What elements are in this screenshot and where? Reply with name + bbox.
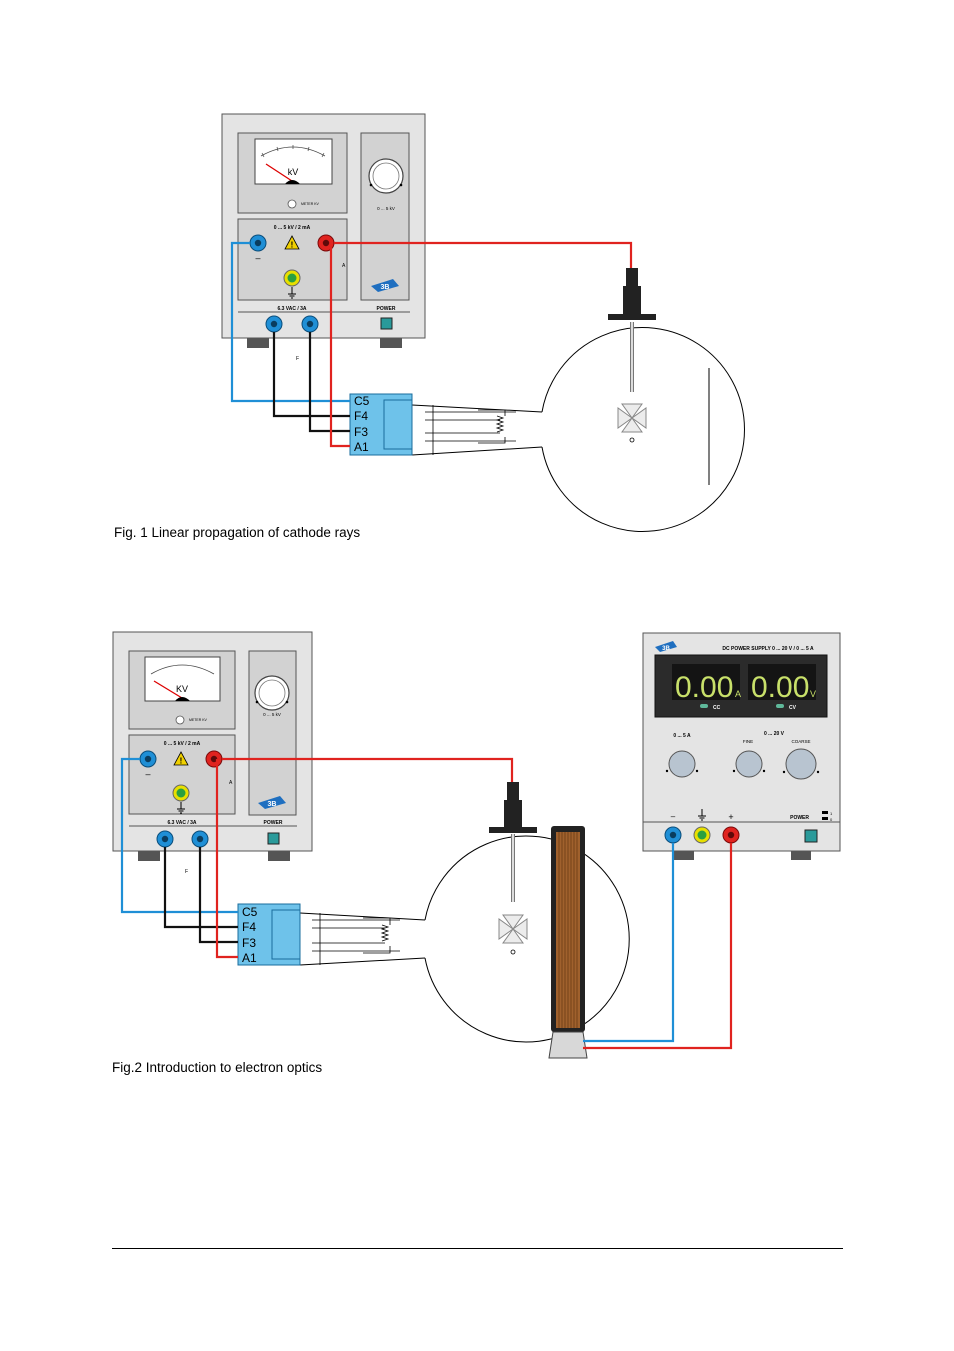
filament-mark-2: F — [185, 869, 188, 875]
logo-3b: 3B — [371, 279, 399, 292]
pin-f4-2: F4 — [242, 920, 256, 934]
cc-label: CC — [713, 705, 721, 711]
output-label: 0 ... 5 kV / 2 mA — [274, 225, 311, 231]
svg-text:3B: 3B — [381, 284, 390, 291]
analog-meter-2 — [144, 656, 221, 702]
filament-mark: F — [296, 356, 299, 362]
meter-unit: kV — [288, 167, 299, 177]
heater-label-2: 6.3 VAC / 3A — [167, 820, 196, 826]
current-knob[interactable] — [665, 750, 699, 778]
current-unit: A — [735, 689, 741, 699]
pin-f3-2: F3 — [242, 936, 256, 950]
dc-minus-sign: – — [671, 812, 676, 821]
anode-mark-2: A — [229, 780, 233, 786]
figure-2-caption: Fig.2 Introduction to electron optics — [112, 1060, 322, 1075]
pin-a1-2: A1 — [242, 951, 257, 965]
socket-heater-2-2[interactable] — [191, 830, 209, 848]
anode-mark: A — [342, 263, 346, 269]
hv-power-supply-2: KV METER KV 0 ... 5 kV / 2 mA – A — [112, 631, 313, 875]
voltage-unit: V — [810, 689, 816, 699]
socket-minus-blue[interactable] — [249, 234, 267, 252]
knob-range: 0 ... 5 kV — [377, 206, 395, 211]
analog-meter — [254, 138, 333, 185]
dc-socket-minus[interactable] — [664, 826, 682, 844]
figure-2: KV METER KV 0 ... 5 kV / 2 mA – A — [112, 631, 841, 1075]
socket-ground-yellow[interactable] — [283, 269, 301, 287]
voltage-readout: 0.00 — [751, 671, 809, 704]
socket-minus-blue-2[interactable] — [139, 750, 157, 768]
figure-1: kV METER KV 0 ... 5 kV / 2 mA – A — [114, 113, 745, 540]
current-readout: 0.00 — [675, 671, 733, 704]
coil — [548, 826, 588, 1059]
dc-socket-plus[interactable] — [722, 826, 740, 844]
minus-sign: – — [255, 253, 260, 263]
socket-plus-red-2[interactable] — [205, 750, 223, 768]
wires-fig2 — [120, 757, 733, 1050]
figure-1-caption: Fig. 1 Linear propagation of cathode ray… — [114, 525, 360, 540]
meter-note-2: METER KV — [189, 718, 208, 722]
svg-text:1: 1 — [830, 811, 833, 816]
coarse-label: COARSE — [791, 739, 810, 744]
logo-3b-2: 3B — [258, 796, 286, 809]
indicator-lamp — [287, 199, 297, 209]
dc-power-switch[interactable] — [804, 829, 818, 843]
pin-f4: F4 — [354, 409, 368, 423]
meter-needle — [265, 163, 293, 182]
cathode-ray-tube — [411, 268, 745, 532]
power-label-2: POWER — [264, 820, 283, 826]
hv-power-supply: kV METER KV 0 ... 5 kV / 2 mA – A — [221, 113, 426, 362]
dc-power-label: POWER — [790, 815, 809, 821]
pin-a1: A1 — [354, 440, 369, 454]
power-switch[interactable] — [380, 317, 393, 330]
meter-note: METER KV — [301, 202, 320, 206]
dc-plus-sign: + — [728, 812, 733, 822]
fine-knob[interactable] — [732, 750, 766, 778]
current-knob-label: 0 ... 5 A — [673, 733, 691, 739]
cc-led — [700, 704, 708, 708]
svg-text:3B: 3B — [662, 646, 670, 652]
cv-label: CV — [789, 705, 797, 711]
voltage-knob-label: 0 ... 20 V — [764, 731, 785, 737]
voltage-knob[interactable] — [368, 158, 404, 194]
power-label: POWER — [377, 306, 396, 312]
dc-title: DC POWER SUPPLY 0 ... 20 V / 0 ... 5 A — [722, 646, 814, 652]
power-switch-2[interactable] — [267, 832, 280, 845]
knob-range-2: 0 ... 5 kV — [263, 712, 281, 717]
meter-needle-2 — [153, 680, 183, 699]
fine-label: FINE — [743, 739, 753, 744]
pin-c5: C5 — [354, 394, 370, 408]
dc-socket-ground[interactable] — [693, 826, 711, 844]
meter-unit-2: KV — [176, 684, 188, 694]
pin-f3: F3 — [354, 425, 368, 439]
footer-rule — [112, 1248, 843, 1249]
minus-sign-2: – — [145, 769, 150, 779]
socket-heater-2[interactable] — [301, 315, 319, 333]
coarse-knob[interactable] — [782, 748, 820, 780]
dc-power-supply: 3B DC POWER SUPPLY 0 ... 20 V / 0 ... 5 … — [642, 632, 841, 860]
svg-text:3B: 3B — [268, 801, 277, 808]
voltage-knob-2[interactable] — [254, 675, 290, 711]
socket-heater-1-2[interactable] — [156, 830, 174, 848]
tube-connector: C5 F4 F3 A1 — [349, 393, 413, 456]
wires-fig1 — [230, 241, 633, 448]
logo-3b-dc: 3B — [655, 641, 677, 652]
heater-label: 6.3 VAC / 3A — [277, 306, 306, 312]
cv-led — [776, 704, 784, 708]
output-label-2: 0 ... 5 kV / 2 mA — [164, 741, 201, 747]
indicator-lamp-2 — [175, 715, 185, 725]
socket-ground-yellow-2[interactable] — [172, 784, 190, 802]
svg-text:0: 0 — [830, 817, 833, 822]
socket-heater-1[interactable] — [265, 315, 283, 333]
pin-c5-2: C5 — [242, 905, 258, 919]
tube-connector-2: C5 F4 F3 A1 — [237, 903, 301, 966]
